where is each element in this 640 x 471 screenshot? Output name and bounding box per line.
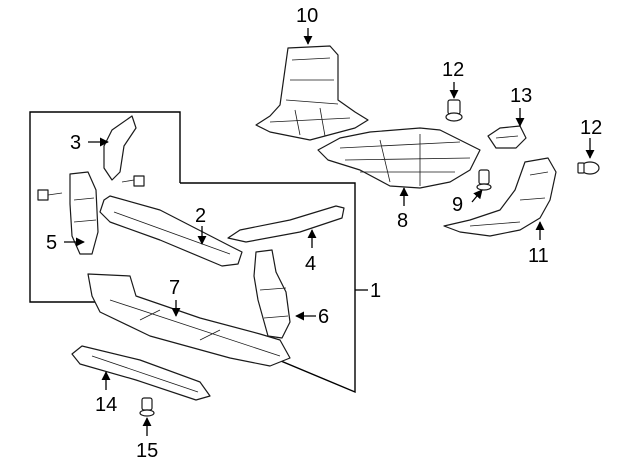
part-3-upper-bracket [103, 115, 137, 181]
part-5-side-bracket [69, 171, 99, 255]
bolt-left [37, 189, 63, 201]
callout-2: 2 [195, 205, 206, 227]
part-15-clip [139, 397, 155, 417]
callout-12b: 12 [580, 117, 602, 139]
callout-4: 4 [305, 253, 316, 275]
callout-9-leader [471, 189, 483, 203]
part-14-deflector [71, 345, 211, 401]
callout-12a: 12 [442, 59, 464, 81]
part-6-side-bracket [253, 249, 291, 339]
part-7-lower-support [87, 273, 291, 367]
part-9-clip [476, 169, 492, 191]
callout-6: 6 [318, 306, 329, 328]
callout-10: 10 [296, 5, 318, 27]
part-2-upper-support [99, 195, 243, 267]
callout-5: 5 [46, 232, 57, 254]
callout-9: 9 [452, 194, 463, 216]
callout-1: 1 [370, 280, 381, 302]
callout-15: 15 [136, 440, 158, 462]
part-4-support-bar [227, 205, 345, 243]
bolt-center [121, 175, 145, 187]
callout-11: 11 [528, 245, 549, 267]
assembly-frame [29, 111, 356, 394]
part-11-side-shield [443, 157, 557, 237]
callout-8: 8 [397, 210, 408, 232]
callout-14: 14 [95, 394, 117, 416]
callout-7: 7 [169, 277, 180, 299]
part-8-lower-cover [317, 127, 481, 189]
callout-13: 13 [510, 85, 532, 107]
callout-3: 3 [70, 132, 81, 154]
part-12-clip-right [577, 161, 600, 175]
part-13-bracket [487, 125, 527, 149]
part-12-clip-top [445, 99, 463, 122]
part-10-splash-shield [255, 45, 369, 141]
